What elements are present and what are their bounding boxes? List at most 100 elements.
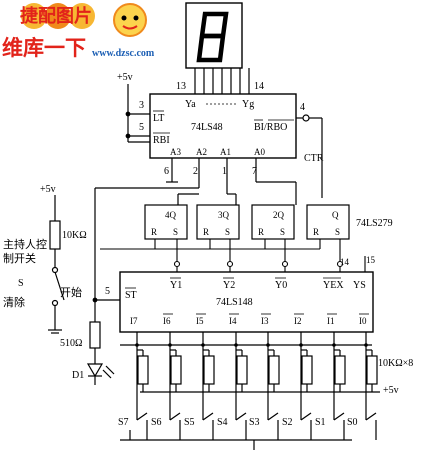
latch-3q-label: 3Q [218,210,230,220]
pullup-resistor [203,355,215,385]
input-label-i0: I0 [359,316,367,326]
ys-label: YS [353,280,366,291]
pin-7-label: 7 [252,166,257,177]
st-label: ST [125,290,137,301]
switch-contact[interactable] [267,412,279,421]
switch-contact-bottom [51,299,59,307]
start-label: 开始 [60,285,82,299]
latch-4q-label: 4Q [165,210,177,220]
pullup-resistor [301,355,313,385]
logo-circle-1 [21,3,47,29]
pin-148-14-label: 14 [340,257,350,267]
switch-contact[interactable] [169,412,181,421]
switch-label-s2: S2 [282,417,293,428]
latch-3q-s: S [225,227,230,237]
lt-label: LT [153,113,164,124]
pin-148-5-label: 5 [105,286,110,297]
pin-14-label: 14 [254,81,264,92]
pullup-resistor [170,355,182,385]
mascot-eye-right [133,15,139,21]
rbi-label: RBI [153,135,170,146]
pin-3-label: 3 [139,100,144,111]
mascot-eye-left [121,15,127,21]
clear-label: 清除 [3,295,25,309]
host-label-text: 主持人控 [3,237,47,251]
led-label: D1 [72,370,84,381]
ic-74ls48-body [149,93,297,159]
input-label-i3: I3 [261,316,269,326]
y0-label: Y0 [275,280,287,291]
latch-q-r: R [313,227,319,237]
resistor-10k [49,220,61,250]
watermark-url: www.dzsc.com [92,48,155,59]
left-circuit [48,195,120,385]
watermark-top: 捷配图片 [20,5,92,27]
watermark: 捷配图片 维库一下 www.dzsc.com [2,3,155,60]
latch-q [306,204,350,240]
host-label: 主持人控 制开关 [3,237,51,265]
latch-q-s: S [335,227,340,237]
supply-left-label: +5v [40,184,56,195]
latch-4q-r: R [151,227,157,237]
yex-label: YEX [323,280,344,291]
latch-3q [196,204,240,240]
input-label-i4: I4 [229,316,237,326]
latch-3q-r: R [203,227,209,237]
display-pins [194,68,250,94]
pin-4-label: 4 [300,102,305,113]
seven-segment-display [185,2,250,94]
switch-contact[interactable] [333,412,345,421]
logo-circle-3 [69,3,95,29]
ic-74ls148-name: 74LS148 [216,297,253,308]
latch-2q-s: S [280,227,285,237]
latch-2q-label: 2Q [273,210,285,220]
ic-74ls48: 13 14 Ya Yg LT RBI 74LS48 BI/RBO A3 A2 A… [139,81,324,177]
switch-lever[interactable] [54,271,65,301]
pullup-resistor [366,355,378,385]
switch-label-s5: S5 [184,417,195,428]
wires-279-148 [100,239,366,272]
latch-q-label: Q [332,210,339,220]
input-label-i5: I5 [196,316,204,326]
y2-label: Y2 [223,280,235,291]
input-label-i1: I1 [327,316,335,326]
switch-contact-top [51,266,59,274]
pin-2-label: 2 [193,166,198,177]
switch-s-label: S [18,278,24,289]
input-label-i6: I6 [163,316,171,326]
resistor-510-label: 510Ω [60,338,82,349]
switch-label-s7: S7 [118,417,129,428]
resistor-10k-label: 10KΩ [62,230,87,241]
logo-circle-2 [45,3,71,29]
ic-74ls48-name: 74LS48 [191,122,223,133]
latch-2q [251,204,295,240]
yg-label: Yg [242,99,254,110]
watermark-brand: 维库一下 [2,36,86,60]
latch-4q-s: S [173,227,178,237]
pullup-resistor [236,355,248,385]
switch-label-s6: S6 [151,417,162,428]
pin-13-label: 13 [176,81,186,92]
mascot-mouth [122,25,138,30]
ic-74ls279-name: 74LS279 [356,218,393,229]
switch-contact[interactable] [365,412,377,421]
latch-2q-r: R [258,227,264,237]
ya-label: Ya [185,99,196,110]
mascot-icon [113,3,147,37]
input-label-i7: I7 [130,316,138,326]
switch-contact[interactable] [300,412,312,421]
pin-6-label: 6 [164,166,169,177]
pullup-resistor [268,355,280,385]
switch-contact[interactable] [235,412,247,421]
switch-contact[interactable] [202,412,214,421]
switch-label-s4: S4 [217,417,228,428]
switch-label-s3: S3 [249,417,260,428]
pullup-resistor [137,355,149,385]
a1-label: A1 [220,147,231,157]
switch-contact[interactable] [136,412,148,421]
a2-label: A2 [196,147,207,157]
pullup-resistor [334,355,346,385]
